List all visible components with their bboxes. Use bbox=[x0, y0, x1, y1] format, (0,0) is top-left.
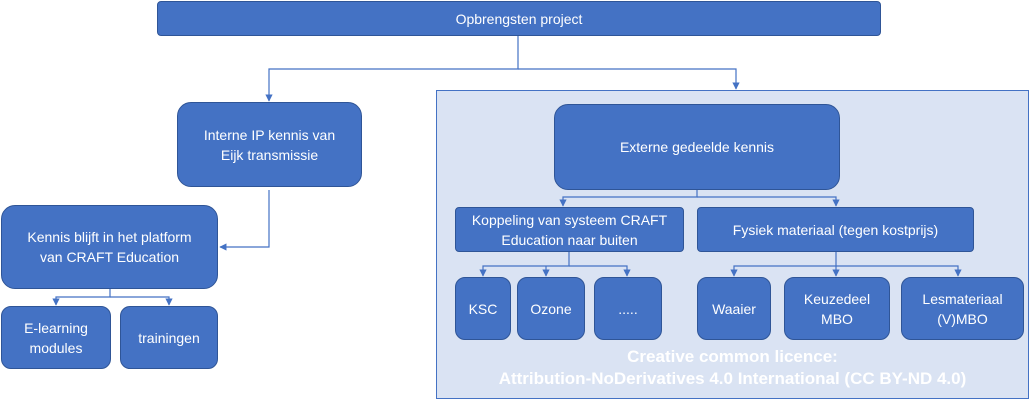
connector-root-to-external bbox=[518, 68, 740, 90]
elearning-node: E-learning modules bbox=[1, 306, 111, 369]
connector-internal-to-platform bbox=[219, 190, 270, 251]
connector-physical-to-waaier bbox=[730, 252, 837, 277]
waaier-node: Waaier bbox=[697, 277, 771, 340]
physical-material-node: Fysiek materiaal (tegen kostprijs) bbox=[697, 207, 974, 252]
platform-node: Kennis blijft in het platform van CRAFT … bbox=[1, 205, 218, 289]
keuzedeel-mbo-node: Keuzedeel MBO bbox=[784, 277, 890, 340]
connector-platform-to-elearning bbox=[52, 288, 111, 306]
more-items-node: ..... bbox=[594, 277, 662, 340]
ozone-node: Ozone bbox=[517, 277, 585, 340]
connector-root-to-internal bbox=[265, 36, 519, 102]
external-knowledge-node: Externe gedeelde kennis bbox=[554, 104, 840, 190]
lesmateriaal-vmbo-node: Lesmateriaal (V)MBO bbox=[901, 277, 1024, 340]
connector-platform-to-trainingen bbox=[110, 296, 173, 306]
licence-text: Creative common licence: Attribution-NoD… bbox=[436, 346, 1029, 390]
connector-external-to-coupling bbox=[559, 189, 698, 207]
coupling-node: Koppeling van systeem CRAFT Education na… bbox=[455, 207, 684, 252]
licence-title: Creative common licence: bbox=[627, 347, 838, 366]
connector-coupling-to-ksc bbox=[479, 252, 570, 277]
ksc-node: KSC bbox=[455, 277, 511, 340]
trainingen-node: trainingen bbox=[120, 306, 218, 369]
root-node: Opbrengsten project bbox=[157, 1, 881, 36]
licence-name: Attribution-NoDerivatives 4.0 Internatio… bbox=[498, 369, 967, 388]
connector-coupling-to-more bbox=[569, 265, 631, 277]
internal-ip-node: Interne IP kennis van Eijk transmissie bbox=[177, 102, 362, 187]
connector-external-to-physical bbox=[697, 196, 840, 207]
connector-physical-to-lesmateriaal bbox=[836, 265, 962, 277]
